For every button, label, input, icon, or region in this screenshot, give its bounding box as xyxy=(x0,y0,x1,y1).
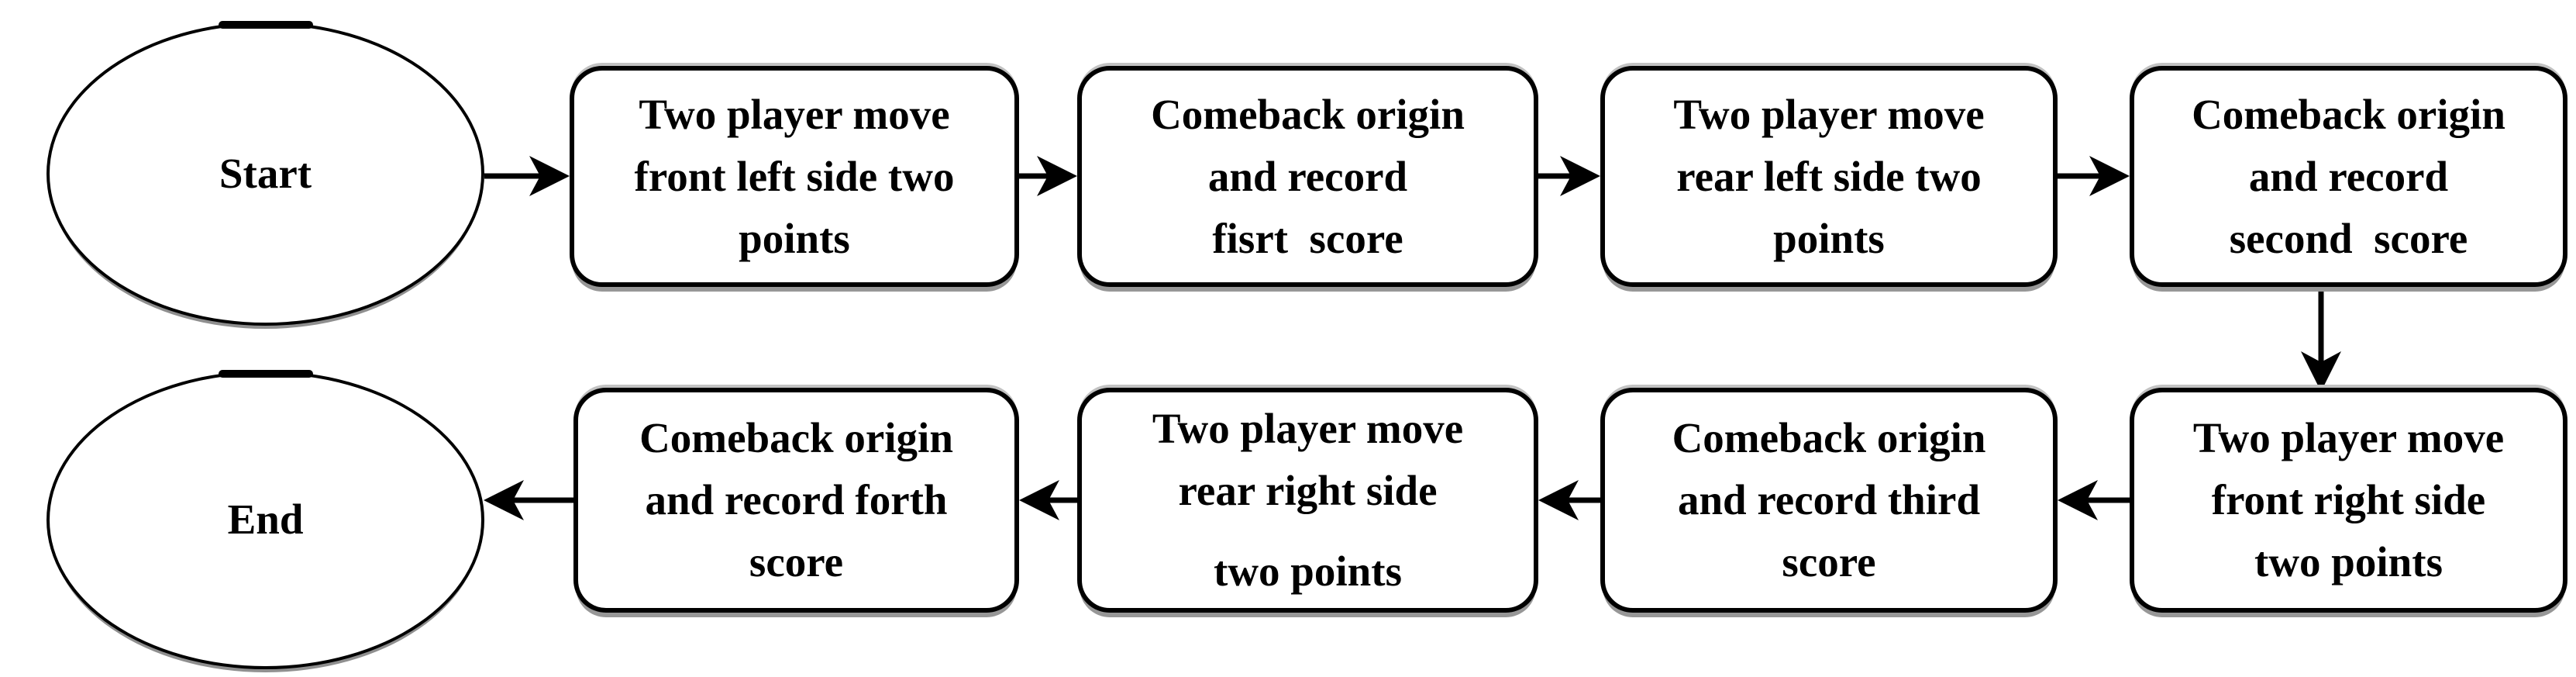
node-step7-move-rear-right: Two player move rear right side two poin… xyxy=(1077,388,1538,613)
ellipse-top-arc xyxy=(218,21,313,29)
arrow-step5-to-step6 xyxy=(2058,480,2130,520)
arrow-step7-to-step8 xyxy=(1019,480,1077,520)
step7-line2: rear right side xyxy=(1178,467,1438,514)
node-step1-move-front-left: Two player move front left side two poin… xyxy=(570,66,1019,287)
node-start: Start xyxy=(46,21,484,326)
arrow-start-to-step1 xyxy=(484,156,570,196)
step6-line3: score xyxy=(1782,538,1876,585)
node-step2-record-first-score: Comeback origin and record fisrt score xyxy=(1077,66,1538,287)
node-step5-move-front-right: Two player move front right side two poi… xyxy=(2130,388,2567,613)
step4-line2: and record xyxy=(2248,152,2449,200)
step2-line3: fisrt score xyxy=(1212,214,1403,262)
arrow-step1-to-step2 xyxy=(1019,156,1077,196)
step4-line3: second score xyxy=(2229,214,2468,262)
step3-line3: points xyxy=(1773,214,1885,262)
node-step4-record-second-score: Comeback origin and record second score xyxy=(2130,66,2567,287)
step5-line3: two points xyxy=(2254,538,2443,585)
node-end-label: End xyxy=(227,496,304,544)
step3-line2: rear left side two xyxy=(1676,152,1982,200)
step8-line1: Comeback origin xyxy=(639,414,953,461)
node-step3-move-rear-left: Two player move rear left side two point… xyxy=(1600,66,2058,287)
step7-line3: two points xyxy=(1214,547,1402,595)
ellipse-top-arc xyxy=(218,370,313,378)
step7-line1: Two player move xyxy=(1152,405,1464,452)
node-start-label: Start xyxy=(219,149,312,197)
arrow-step4-to-step5 xyxy=(2301,283,2341,392)
arrow-step8-to-end xyxy=(484,480,573,520)
step1-line3: points xyxy=(739,214,850,262)
step2-line1: Comeback origin xyxy=(1151,90,1465,138)
step8-line3: score xyxy=(749,538,844,585)
node-step6-record-third-score: Comeback origin and record third score xyxy=(1600,388,2058,613)
arrow-step6-to-step7 xyxy=(1538,480,1600,520)
step1-line1: Two player move xyxy=(639,90,950,138)
step6-line2: and record third xyxy=(1677,476,1981,523)
step5-line1: Two player move xyxy=(2192,414,2505,461)
node-step8-record-forth-score: Comeback origin and record forth score xyxy=(573,388,1019,613)
step8-line2: and record forth xyxy=(645,476,948,523)
step2-line2: and record xyxy=(1207,152,1408,200)
step3-line1: Two player move xyxy=(1673,90,1985,138)
step5-line2: front right side xyxy=(2211,476,2486,523)
arrow-step3-to-step4 xyxy=(2058,156,2130,196)
step4-line1: Comeback origin xyxy=(2192,90,2505,138)
step1-line2: front left side two xyxy=(634,152,955,200)
arrow-step2-to-step3 xyxy=(1538,156,1600,196)
step6-line1: Comeback origin xyxy=(1672,414,1986,461)
node-end: End xyxy=(46,370,484,669)
